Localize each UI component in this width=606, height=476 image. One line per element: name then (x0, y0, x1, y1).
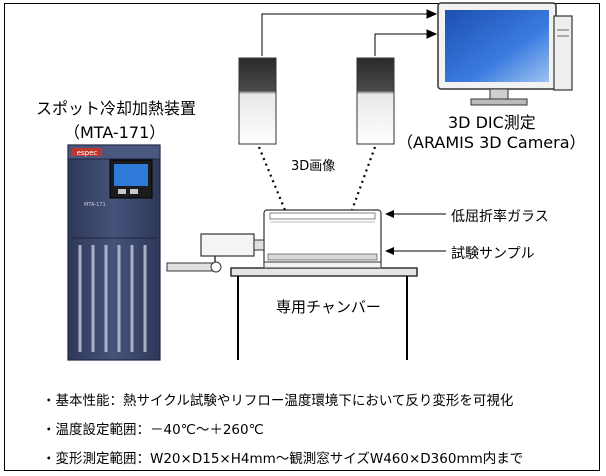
spec-item-performance: ・基本性能：熱サイクル試験やリフロー温度環境下において反り変形を可視化 (42, 393, 514, 409)
chamber-box (263, 209, 382, 269)
device-name-label: スポット冷却加熱装置 (36, 99, 197, 118)
diagram-frame (4, 3, 600, 471)
monitor-icon (437, 2, 573, 106)
spec-item-measurement: ・変形測定範囲：W20×D15×H4mm～観測窓サイズW460×D360mm内ま… (42, 451, 524, 467)
label-arrows (385, 210, 446, 255)
brand-logo-text: espec (77, 149, 98, 157)
brand-logo-icon (72, 148, 102, 156)
device-model-label: （MTA-171） (64, 123, 166, 142)
dic-camera-label: （ARAMIS 3D Camera） (397, 133, 586, 152)
cooling-heating-device: espec MTA-171 (67, 144, 161, 361)
panel-label: MTA-171 (84, 202, 106, 208)
sample-label: 試験サンプル (451, 246, 535, 262)
spec-item-temperature: ・温度設定範囲：－40℃～＋260℃ (42, 422, 264, 438)
camera-right-icon (356, 57, 395, 145)
glass-label: 低屈折率ガラス (451, 209, 549, 225)
image-3d-label: 3D画像 (291, 159, 336, 174)
connector-unit (166, 233, 265, 273)
chamber-label: 専用チャンバー (276, 298, 381, 316)
spec-list: ・基本性能：熱サイクル試験やリフロー温度環境下において反り変形を可視化 ・温度設… (42, 387, 523, 474)
camera-cable (261, 9, 438, 56)
camera-left-icon (238, 57, 277, 145)
dic-title-label: 3D DIC測定 (448, 113, 536, 132)
